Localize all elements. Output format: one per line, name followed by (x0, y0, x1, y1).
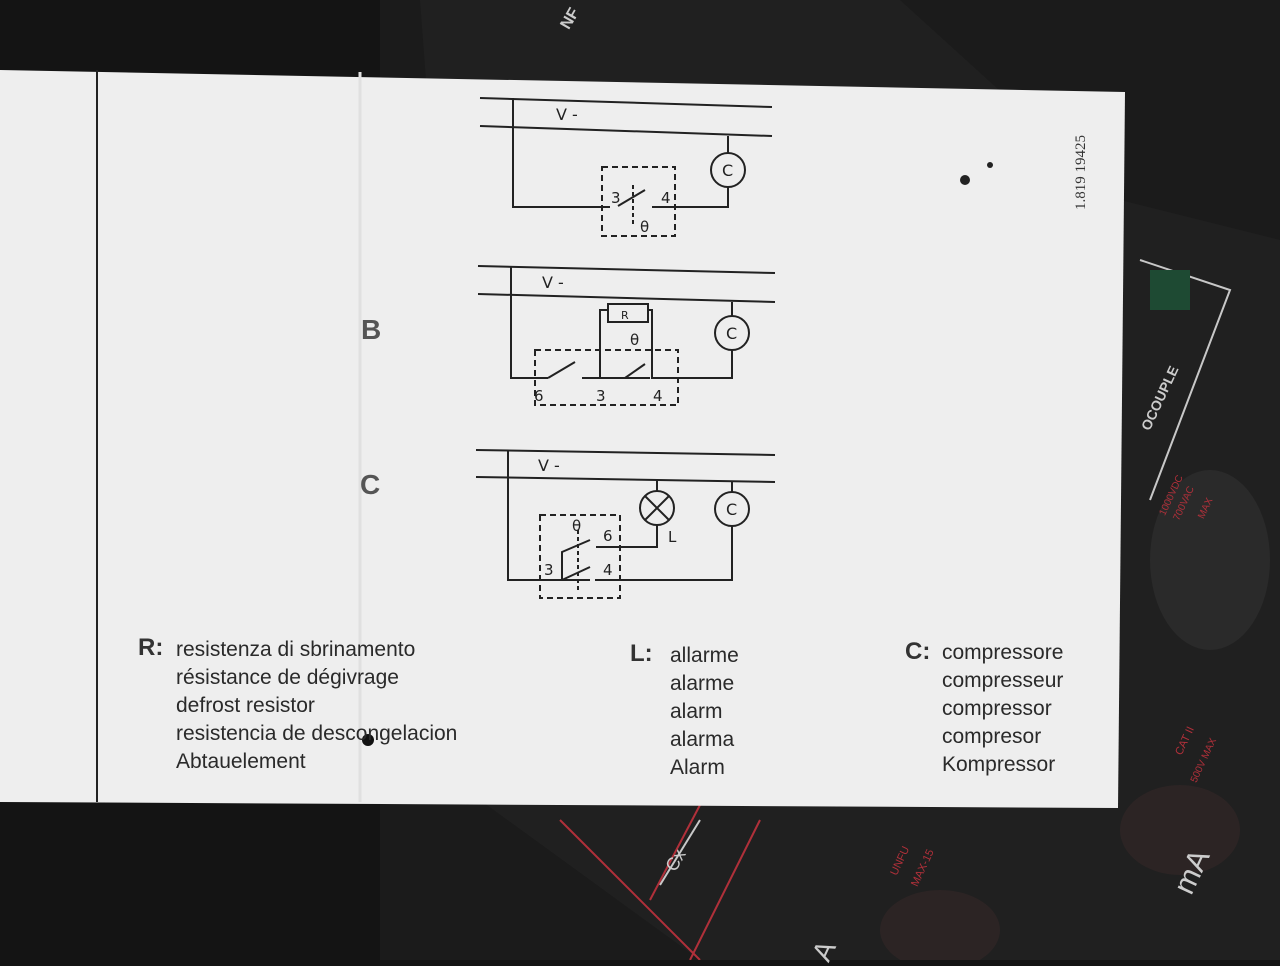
panel-white-line (659, 819, 701, 886)
wiring-diagram-b (477, 265, 776, 406)
input-jack-ma (1120, 785, 1240, 875)
terminal-label: 6 (603, 527, 613, 545)
resistor-symbol (607, 303, 649, 323)
legend-line: Kompressor (942, 753, 1056, 776)
green-indicator (1150, 270, 1190, 310)
legend-key: R: (138, 634, 164, 661)
legend-line: alarm (670, 700, 723, 723)
compressor-symbol (710, 152, 746, 188)
compressor-symbol (714, 491, 750, 527)
compressor-symbol (714, 315, 750, 351)
terminal-label: 6 (534, 387, 544, 405)
legend-c-lines: compressore compresseur compressor compr… (942, 639, 1063, 779)
compressor-label: C (726, 500, 737, 519)
terminal-label: 4 (653, 387, 663, 405)
panel-red-line (559, 804, 761, 960)
paper-sheet (0, 70, 1125, 808)
legend-line: resistencia de descongelacion (176, 722, 458, 745)
thermostat-symbol: θ (572, 517, 581, 535)
legend-line: résistance de dégivrage (176, 666, 399, 689)
ink-spot (362, 734, 374, 746)
ink-spot (960, 175, 970, 185)
legend-line: resistenza di sbrinamento (176, 638, 416, 661)
lamp-label: L (668, 528, 677, 546)
wiring-diagram-c (475, 449, 776, 599)
terminal-label: 3 (544, 561, 554, 579)
legend-r-lines: resistenza di sbrinamento résistance de … (176, 636, 457, 776)
legend-key: L: (630, 640, 653, 667)
legend-line: compressore (942, 641, 1064, 664)
resistor-label: R (621, 309, 629, 322)
supply-label: V - (538, 456, 560, 475)
legend-c: C: (905, 638, 930, 667)
lamp-symbol (639, 490, 675, 526)
thermostat-symbol: θ (640, 218, 649, 236)
legend-line: compressor (942, 697, 1052, 720)
input-jack-com (1150, 470, 1270, 650)
document-code: 1.819 19425 (1073, 135, 1089, 210)
legend-line: Alarm (670, 756, 725, 779)
legend-key: C: (905, 638, 931, 665)
terminal-label: 3 (611, 189, 621, 207)
ink-spot (987, 162, 993, 168)
supply-label: V - (542, 273, 564, 292)
supply-label: V - (556, 105, 578, 124)
legend-l-lines: allarme alarme alarm alarma Alarm (670, 642, 739, 782)
compressor-label: C (726, 324, 737, 343)
terminal-label: 4 (603, 561, 613, 579)
wiring-diagram-a (479, 97, 773, 237)
legend-line: alarme (670, 672, 735, 695)
legend-r: R: (138, 634, 163, 663)
legend-line: allarme (670, 644, 739, 667)
legend-line: compresseur (942, 669, 1064, 692)
legend-l: L: (630, 640, 653, 669)
thermostat-symbol: θ (630, 331, 639, 349)
section-label-c: C (360, 469, 381, 500)
input-jack-a (880, 890, 1000, 960)
legend-line: alarma (670, 728, 735, 751)
legend-line: defrost resistor (176, 694, 315, 717)
terminal-label: 4 (661, 189, 671, 207)
section-label-b: B (361, 314, 382, 345)
terminal-label: 3 (596, 387, 606, 405)
legend-line: compresor (942, 725, 1042, 748)
legend-line: Abtauelement (176, 750, 306, 773)
compressor-label: C (722, 161, 733, 180)
